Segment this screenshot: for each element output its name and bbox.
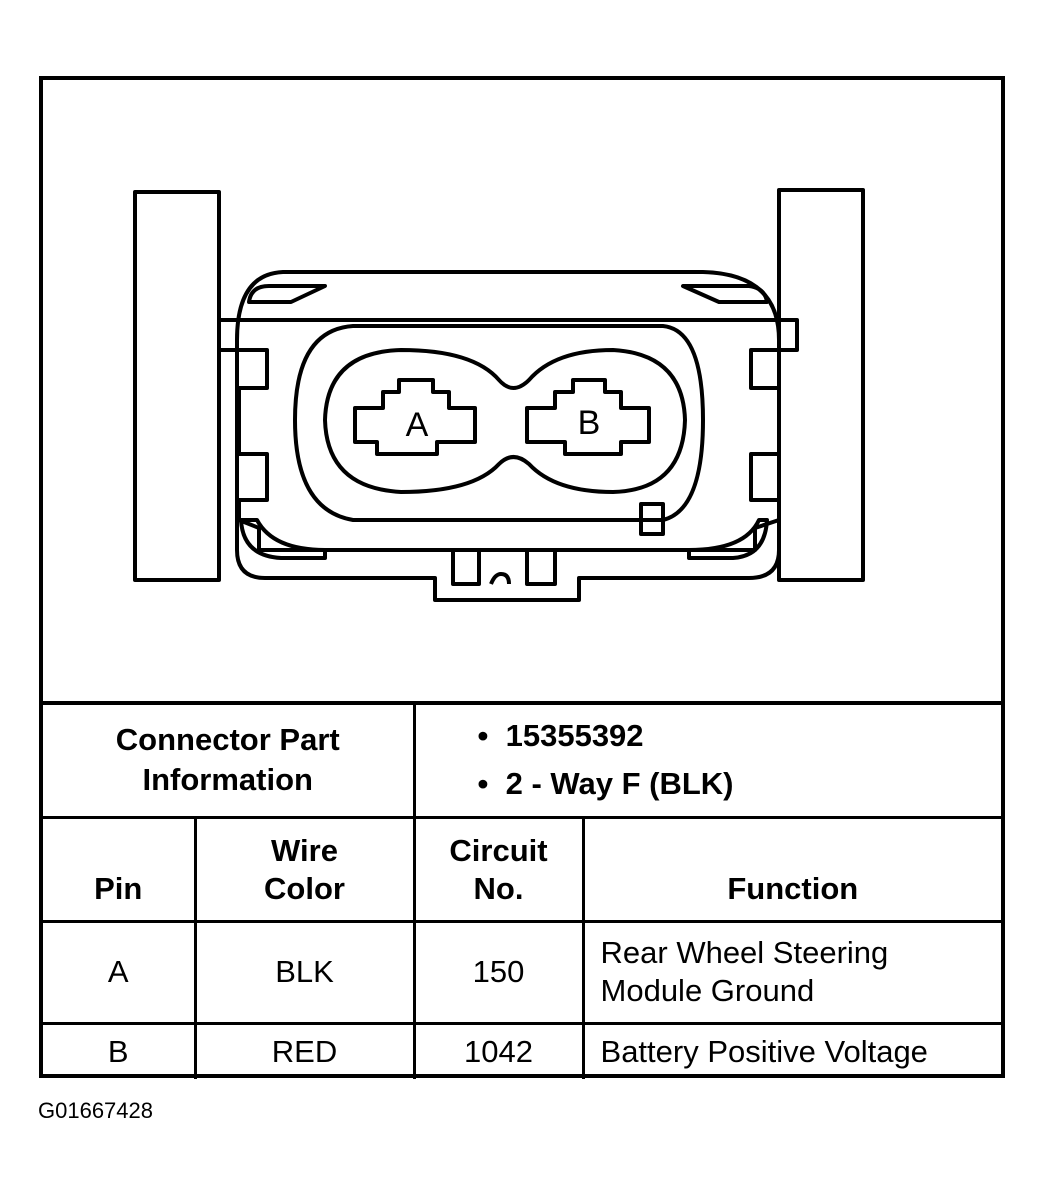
row-wire-color: RED — [193, 1021, 416, 1079]
left-retaining-bar — [133, 190, 221, 582]
row-pin: B — [43, 1021, 197, 1079]
lock-tab-left — [451, 550, 481, 586]
figure-id-label: G01667428 — [38, 1098, 153, 1123]
polarizing-nub — [639, 502, 665, 536]
connector-pinout-table: Connector Part Information • 15355392 • … — [43, 701, 1002, 1079]
cavity-outline — [323, 348, 687, 494]
inner-shroud — [217, 318, 799, 552]
pin-b-label: B — [578, 404, 601, 442]
terminal-b-outline — [525, 378, 651, 456]
oval-seal-outer — [293, 324, 705, 522]
col-header-circuit: Circuit No. — [412, 815, 585, 923]
table-row: A BLK 150 Rear Wheel Steering Module Gro… — [43, 919, 1002, 1025]
pin-a-label: A — [406, 406, 429, 444]
row-wire-color: BLK — [193, 919, 416, 1025]
col-header-pin: Pin — [43, 815, 197, 923]
row-function: Rear Wheel Steering Module Ground — [581, 919, 1002, 1025]
part-info-row: Connector Part Information • 15355392 • … — [43, 701, 1002, 819]
row-circuit: 150 — [412, 919, 585, 1025]
connector-face-drawing: A B — [133, 188, 865, 602]
terminal-a-outline — [353, 378, 477, 456]
row-pin: A — [43, 919, 197, 1025]
part-info-label-cell: Connector Part Information — [43, 701, 416, 819]
part-info-label-line1: Connector Part — [115, 722, 340, 758]
col-header-function: Function — [581, 815, 1002, 923]
diagram-frame: A B Connector Part Information • 1535539… — [39, 76, 1005, 1079]
connector-diagram: A B — [43, 80, 1001, 704]
row-function: Battery Positive Voltage — [581, 1021, 1002, 1079]
lock-tab-center — [489, 572, 511, 585]
part-info-item: • 15355392 — [477, 718, 644, 754]
row-circuit: 1042 — [412, 1021, 585, 1079]
part-info-values-cell: • 15355392 • 2 - Way F (BLK) — [412, 701, 1002, 819]
part-info-item: • 2 - Way F (BLK) — [477, 766, 734, 802]
right-retaining-bar — [777, 188, 865, 582]
lock-tab-right — [525, 550, 557, 586]
column-header-row: Pin Wire Color Circuit No. Function — [43, 815, 1002, 923]
table-row: B RED 1042 Battery Positive Voltage — [43, 1021, 1002, 1079]
top-left-slot — [247, 284, 327, 304]
col-header-wire-color: Wire Color — [193, 815, 416, 923]
part-info-label-line2: Information — [142, 762, 314, 798]
top-right-slot — [681, 284, 769, 304]
